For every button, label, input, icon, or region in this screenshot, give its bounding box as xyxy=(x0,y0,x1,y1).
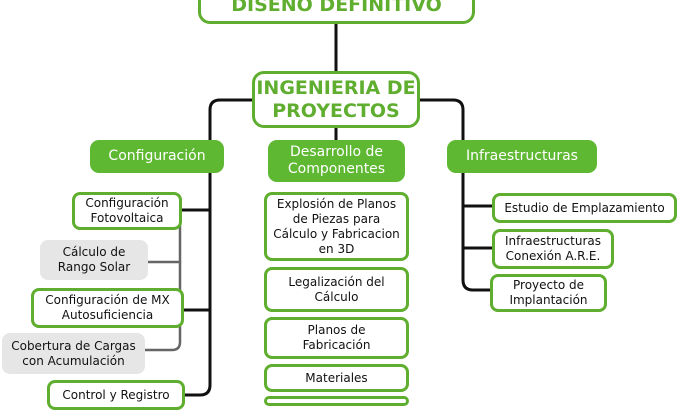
branch-infraestructuras: Infraestructuras xyxy=(447,140,597,173)
node-label: Estudio de Emplazamiento xyxy=(504,200,665,215)
node-label: Infraestructuras Conexión A.R.E. xyxy=(505,234,601,263)
node-control-registro: Control y Registro xyxy=(47,380,185,410)
node-label: Legalización del Cálculo xyxy=(288,274,385,304)
node-calculo-rango-solar: Cálculo de Rango Solar xyxy=(40,240,148,280)
connector-lines xyxy=(143,20,496,397)
node-label: Cobertura de Cargas con Acumulación xyxy=(11,338,136,368)
node-label: Configuración de MX Autosuficiencia xyxy=(45,293,170,322)
node-proyecto-implantacion: Proyecto de Implantación xyxy=(490,274,607,312)
node-label: Configuración Fotovoltaica xyxy=(85,196,169,225)
node-legalizacion-calculo: Legalización del Cálculo xyxy=(264,267,409,312)
node-label: Materiales xyxy=(305,370,368,385)
branch-desarrollo: Desarrollo de Componentes xyxy=(268,140,405,182)
node-partial xyxy=(264,396,409,406)
node-configuracion-fotovoltaica: Configuración Fotovoltaica xyxy=(72,192,182,230)
node-infraestructuras-conexion: Infraestructuras Conexión A.R.E. xyxy=(492,229,614,269)
center-node: INGENIERIA DE PROYECTOS xyxy=(252,71,420,128)
branch-configuracion: Configuración xyxy=(90,140,224,173)
node-label: Control y Registro xyxy=(62,387,170,402)
center-node-label: INGENIERIA DE PROYECTOS xyxy=(256,76,416,122)
node-cobertura-cargas: Cobertura de Cargas con Acumulación xyxy=(2,333,145,374)
node-label: Explosión de Planos de Piezas para Cálcu… xyxy=(273,196,400,256)
node-explosion-planos: Explosión de Planos de Piezas para Cálcu… xyxy=(264,192,409,261)
node-label: Cálculo de Rango Solar xyxy=(57,245,131,274)
node-estudio-emplazamiento: Estudio de Emplazamiento xyxy=(492,193,677,223)
node-configuracion-mx-autosuficiencia: Configuración de MX Autosuficiencia xyxy=(31,288,184,328)
root-node: DISEÑO DEFINITIVO xyxy=(198,0,475,24)
node-label: Planos de Fabricación xyxy=(302,323,371,352)
node-planos-fabricacion: Planos de Fabricación xyxy=(264,317,409,359)
branch-configuracion-label: Configuración xyxy=(108,148,206,164)
root-node-label: DISEÑO DEFINITIVO xyxy=(231,0,442,16)
node-label: Proyecto de Implantación xyxy=(509,278,588,307)
branch-desarrollo-label: Desarrollo de Componentes xyxy=(287,144,386,177)
node-materiales: Materiales xyxy=(264,364,409,392)
branch-infraestructuras-label: Infraestructuras xyxy=(466,148,578,164)
